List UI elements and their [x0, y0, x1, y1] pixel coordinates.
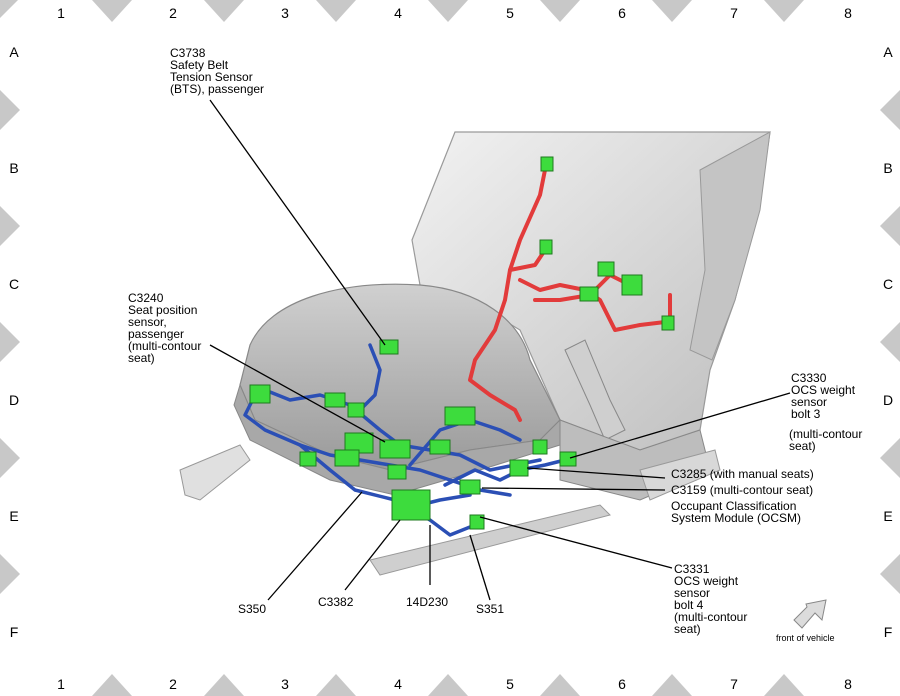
label-c3240: C3240 Seat position sensor, passenger (m…: [128, 291, 202, 365]
label-c3285: C3285 (with manual seats): [671, 467, 814, 481]
label-s350: S350: [238, 602, 267, 616]
grid-column-label-top: 6: [618, 5, 626, 21]
grid-row-label-right: E: [883, 508, 892, 524]
grid-column-label-bottom: 5: [506, 676, 514, 692]
border-triangle-left: [0, 554, 20, 594]
border-triangle-top: [0, 0, 18, 18]
border-triangle-top: [764, 0, 804, 22]
border-triangle-right: [880, 554, 900, 594]
border-triangle-bottom: [764, 674, 804, 696]
grid-column-label-bottom: 3: [281, 676, 289, 692]
seat-rail-front: [179, 444, 251, 501]
border-triangle-right: [880, 90, 900, 130]
border-triangle-right: [880, 206, 900, 246]
label-c3330: C3330 OCS weight sensor bolt 3: [791, 371, 856, 421]
border-triangle-top: [652, 0, 692, 22]
label-s351: S351: [476, 602, 505, 616]
grid-column-label-top: 8: [844, 5, 852, 21]
border-triangle-top: [92, 0, 132, 22]
grid-row-label-left: B: [9, 160, 18, 176]
grid-column-label-bottom: 6: [618, 676, 626, 692]
border-triangle-bottom: [92, 674, 132, 696]
connector-c3382: [391, 489, 431, 521]
grid-column-label-bottom: 4: [394, 676, 402, 692]
border-triangle-left: [0, 90, 20, 130]
grid-row-label-right: B: [883, 160, 892, 176]
connector-c3240: [249, 384, 271, 404]
grid-row-label-right: D: [883, 392, 893, 408]
border-triangle-left: [0, 438, 20, 478]
seat-belt-buckle: [564, 339, 626, 441]
grid-row-label-left: A: [9, 44, 19, 60]
label-c3331: C3331 OCS weight sensor bolt 4 (multi-co…: [674, 562, 748, 636]
border-triangle-right: [880, 322, 900, 362]
grid-column-label-bottom: 8: [844, 676, 852, 692]
leader-lines: [209, 99, 791, 601]
border-triangle-top: [428, 0, 468, 22]
label-c3738: C3738 Safety Belt Tension Sensor (BTS), …: [170, 46, 265, 96]
grid-row-label-left: F: [10, 624, 19, 640]
grid-column-label-bottom: 7: [730, 676, 738, 692]
grid-row-label-left: D: [9, 392, 19, 408]
border-triangle-right: [880, 438, 900, 478]
label-front-of-vehicle: front of vehicle: [776, 633, 835, 643]
grid-column-label-top: 1: [57, 5, 65, 21]
border-triangle-bottom: [204, 674, 244, 696]
grid-row-label-right: C: [883, 276, 893, 292]
grid-column-label-top: 4: [394, 5, 402, 21]
border-triangle-top: [316, 0, 356, 22]
grid-column-label-top: 3: [281, 5, 289, 21]
grid-row-label-right: F: [884, 624, 893, 640]
grid-column-label-top: 5: [506, 5, 514, 21]
label-ocsm: Occupant Classification System Module (O…: [671, 499, 802, 525]
label-c3159: C3159 (multi-contour seat): [671, 483, 814, 497]
grid-row-label-right: A: [883, 44, 893, 60]
border-triangle-bottom: [652, 674, 692, 696]
label-14d230: 14D230: [406, 595, 449, 609]
connectors: [249, 156, 675, 530]
grid-column-label-top: 7: [730, 5, 738, 21]
grid-column-label-top: 2: [169, 5, 177, 21]
border-triangle-left: [0, 206, 20, 246]
label-c3330-note: (multi-contour seat): [789, 427, 863, 453]
border-triangle-left: [0, 322, 20, 362]
seat-back-side: [689, 131, 771, 361]
grid-row-label-left: C: [9, 276, 19, 292]
connector-c3330: [559, 451, 577, 467]
grid-column-label-bottom: 2: [169, 676, 177, 692]
border-triangle-top: [204, 0, 244, 22]
label-c3382: C3382: [318, 595, 354, 609]
grid-column-label-bottom: 1: [57, 676, 65, 692]
front-arrow-icon: [793, 599, 827, 629]
border-triangle-bottom: [540, 674, 580, 696]
border-triangle-bottom: [316, 674, 356, 696]
border-triangle-top: [540, 0, 580, 22]
border-triangle-bottom: [428, 674, 468, 696]
grid-row-label-left: E: [9, 508, 18, 524]
